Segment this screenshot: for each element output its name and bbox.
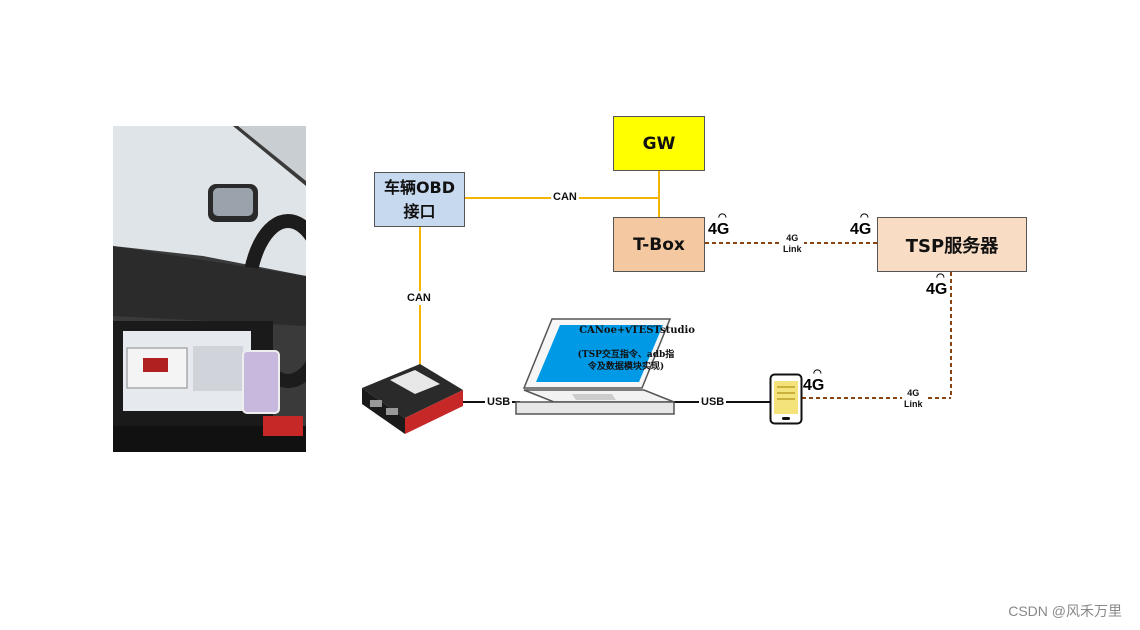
4g-signal-icon: ◠4G [850,212,872,238]
can-interface-device-icon [362,364,463,434]
obd-label-line1: 车辆OBD [383,177,456,197]
vehicle-obd-box: 车辆OBD 接口 [374,172,465,227]
laptop-screen-title: CANoe+vTESTstudio [579,325,695,336]
gw-label: GW [642,133,676,154]
tsp-label: TSP服务器 [905,235,999,257]
laptop-screen-desc: (TSP交互指令、adb指令及数据模块实现) [577,350,675,372]
4g-signal-icon: ◠4G [926,272,948,298]
usb-label-left: USB [485,396,513,408]
laptop-icon [515,318,675,415]
tbox-label: T-Box [633,234,685,255]
can-label-top: CAN [551,191,579,203]
tsp-server-box: TSP服务器 [877,217,1027,272]
vehicle-photo [113,126,306,452]
4g-signal-icon: ◠4G [708,212,730,238]
obd-label-line2: 接口 [403,201,436,221]
csdn-watermark: CSDN @风禾万里 [1008,603,1122,619]
4g-signal-icon: ◠4G [803,368,825,394]
phone-icon [769,373,803,425]
can-label-left: CAN [407,291,431,305]
tbox-box: T-Box [613,217,705,272]
usb-label-right: USB [699,396,727,408]
gw-box: GW [613,116,705,171]
